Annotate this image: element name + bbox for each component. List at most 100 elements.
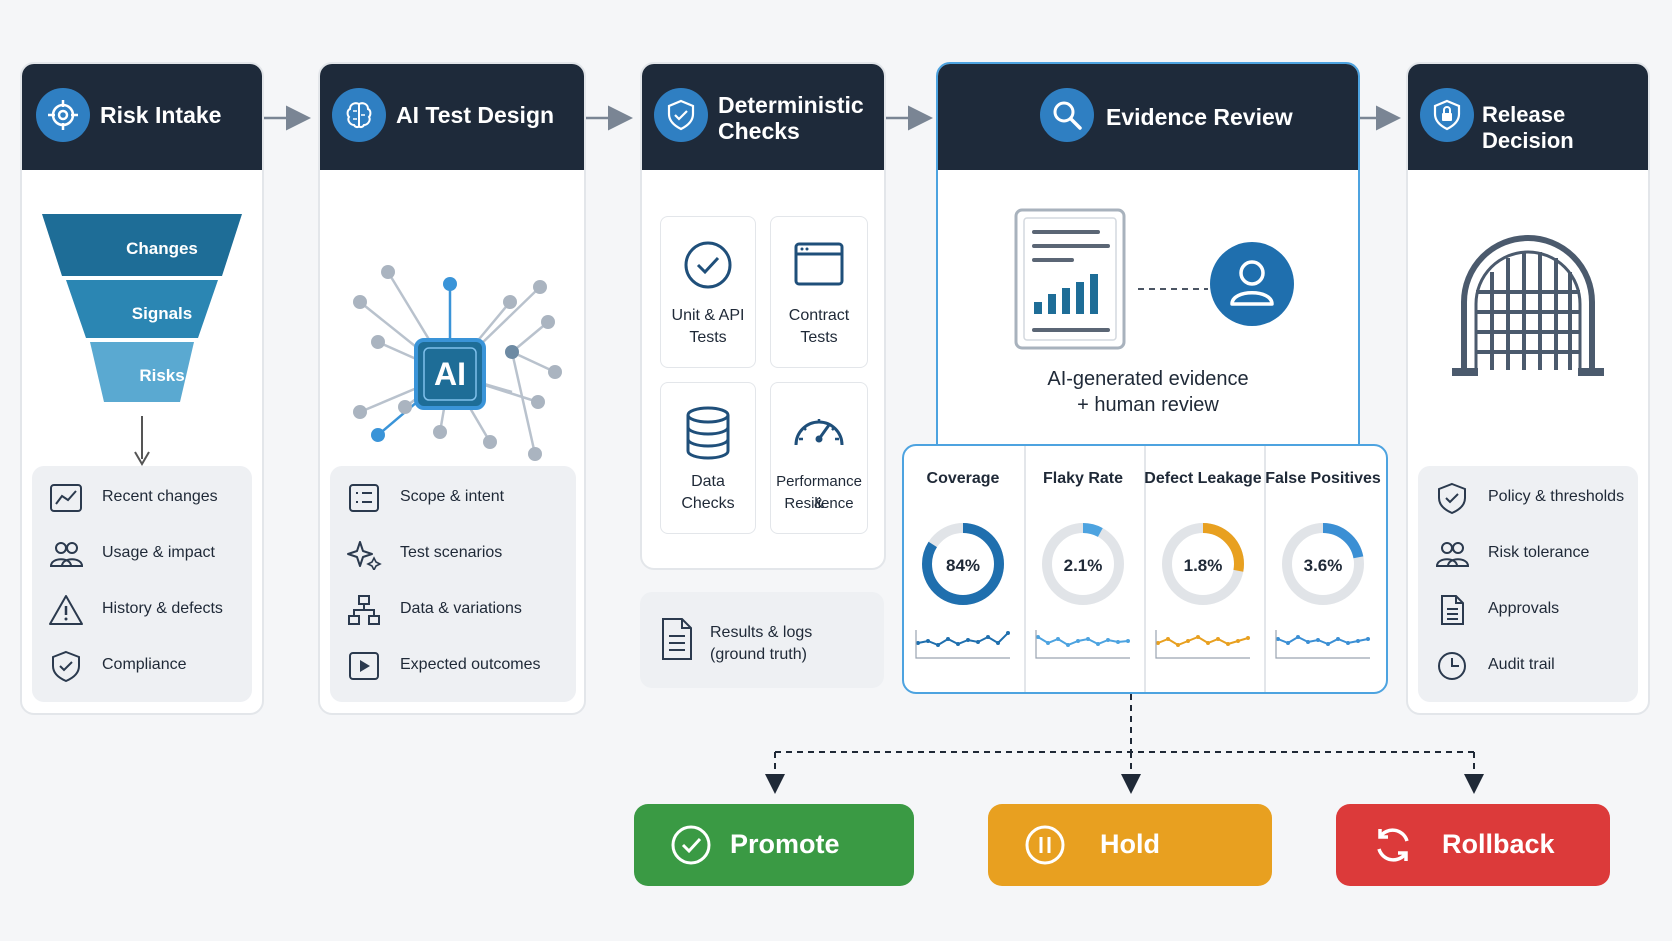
sparkline-point bbox=[1276, 637, 1280, 641]
donut-arc bbox=[1042, 523, 1124, 605]
sparkline-point bbox=[1306, 640, 1310, 644]
sparkline-point bbox=[1296, 635, 1300, 639]
sparkline-point bbox=[1096, 642, 1100, 646]
metric-donut bbox=[1275, 523, 1370, 659]
sparkle-icon bbox=[347, 541, 382, 570]
sparkline bbox=[1037, 636, 1129, 647]
list-item: Compliance bbox=[32, 646, 252, 686]
document-icon bbox=[1441, 595, 1464, 625]
metric-donut bbox=[1155, 523, 1250, 659]
search-icon bbox=[1040, 88, 1094, 142]
sparkline-axis bbox=[1035, 630, 1130, 659]
sparkline bbox=[917, 632, 1009, 647]
rollback-button[interactable]: Rollback bbox=[1336, 804, 1610, 886]
sparkline-point bbox=[986, 635, 990, 639]
trend-chart-icon bbox=[50, 484, 82, 512]
list-item: Audit trail bbox=[1418, 646, 1638, 686]
list-item: Scope & intent bbox=[330, 478, 576, 518]
document-icon bbox=[662, 618, 692, 660]
check-circle-icon bbox=[684, 241, 732, 289]
list-item: Approvals bbox=[1418, 590, 1638, 630]
release-decision-list: Policy & thresholds Risk tolerance Appro… bbox=[1418, 466, 1638, 702]
sparkline-point bbox=[1086, 637, 1090, 641]
sparkline-point bbox=[1356, 639, 1360, 643]
hold-button[interactable]: Hold bbox=[988, 804, 1272, 886]
donut-arc bbox=[1282, 523, 1364, 605]
sparkline-point bbox=[1046, 641, 1050, 645]
check-circle-icon bbox=[671, 825, 711, 865]
sparkline-point bbox=[946, 637, 950, 641]
target-icon bbox=[36, 88, 90, 142]
list-icon bbox=[349, 484, 379, 512]
list-item: Expected outcomes bbox=[330, 646, 576, 686]
metric-donut bbox=[1035, 523, 1130, 659]
clock-icon bbox=[1438, 652, 1466, 680]
metric-value: 3.6% bbox=[1303, 556, 1343, 575]
hierarchy-icon bbox=[348, 595, 380, 625]
person-icon bbox=[1210, 242, 1294, 326]
sparkline-point bbox=[1286, 641, 1290, 645]
metric-title: Flaky Rate bbox=[1042, 470, 1124, 487]
sparkline-point bbox=[1336, 637, 1340, 641]
risk-intake-list: Recent changes Usage & impact History & … bbox=[32, 466, 252, 702]
sparkline-point bbox=[1126, 639, 1130, 643]
metric-value: 84% bbox=[945, 556, 981, 575]
metric-donut bbox=[915, 523, 1010, 659]
list-item: Usage & impact bbox=[32, 534, 252, 574]
shield-check-icon bbox=[52, 650, 80, 682]
funnel-changes: Changes bbox=[126, 239, 198, 258]
list-item: Policy & thresholds bbox=[1418, 478, 1638, 518]
report-document-icon bbox=[1014, 208, 1126, 350]
risk-intake-header: Risk Intake bbox=[22, 64, 262, 170]
sparkline-point bbox=[956, 642, 960, 646]
sparkline-point bbox=[936, 643, 940, 647]
performance-resilience-tile: Performance & Resilience bbox=[770, 382, 868, 534]
sparkline-point bbox=[1186, 639, 1190, 643]
decision-connectors bbox=[765, 694, 1484, 794]
sparkline-point bbox=[1106, 638, 1110, 642]
sparkline-point bbox=[1036, 635, 1040, 639]
sparkline-point bbox=[996, 641, 1000, 645]
sparkline-point bbox=[1216, 637, 1220, 641]
release-decision-header: Release Decision bbox=[1408, 64, 1648, 170]
list-item: Risk tolerance bbox=[1418, 534, 1638, 574]
results-logs-panel: Results & logs (ground truth) bbox=[640, 592, 884, 688]
warning-icon bbox=[49, 595, 83, 625]
evidence-review-header: Evidence Review bbox=[938, 64, 1358, 170]
sparkline-axis bbox=[1155, 630, 1250, 659]
contract-tests-tile: Contract Tests bbox=[770, 216, 868, 368]
funnel-signals: Signals bbox=[131, 304, 193, 323]
evidence-review-card: Evidence Review AI-generated evidence + … bbox=[936, 62, 1360, 462]
funnel-risks: Risks bbox=[139, 366, 185, 385]
users-icon bbox=[1435, 542, 1470, 567]
browser-window-icon bbox=[794, 242, 844, 286]
risk-intake-title: Risk Intake bbox=[100, 102, 222, 128]
sparkline-point bbox=[1236, 639, 1240, 643]
sparkline-point bbox=[1226, 642, 1230, 646]
list-item: Data & variations bbox=[330, 590, 576, 630]
evidence-review-title: Evidence Review bbox=[1106, 104, 1293, 130]
metric-value: 2.1% bbox=[1063, 556, 1103, 575]
sparkline-point bbox=[1206, 641, 1210, 645]
sparkline-point bbox=[1196, 635, 1200, 639]
sparkline-point bbox=[966, 638, 970, 642]
database-icon bbox=[686, 406, 730, 460]
deterministic-checks-title: Deterministic Checks bbox=[718, 92, 864, 144]
deterministic-checks-card: Deterministic Checks Unit & API Tests Co… bbox=[640, 62, 886, 570]
donut-arc bbox=[1162, 523, 1244, 605]
sparkline bbox=[1277, 635, 1369, 646]
sparkline-point bbox=[1006, 631, 1010, 635]
promote-button[interactable]: Promote bbox=[634, 804, 914, 886]
sparkline-point bbox=[1176, 643, 1180, 647]
rollback-label: Rollback bbox=[1442, 829, 1555, 859]
shield-check-icon bbox=[1438, 482, 1466, 514]
promote-label: Promote bbox=[730, 829, 840, 859]
ai-test-design-header: AI Test Design bbox=[320, 64, 584, 170]
sparkline-point bbox=[1326, 642, 1330, 646]
sparkline-point bbox=[1346, 641, 1350, 645]
